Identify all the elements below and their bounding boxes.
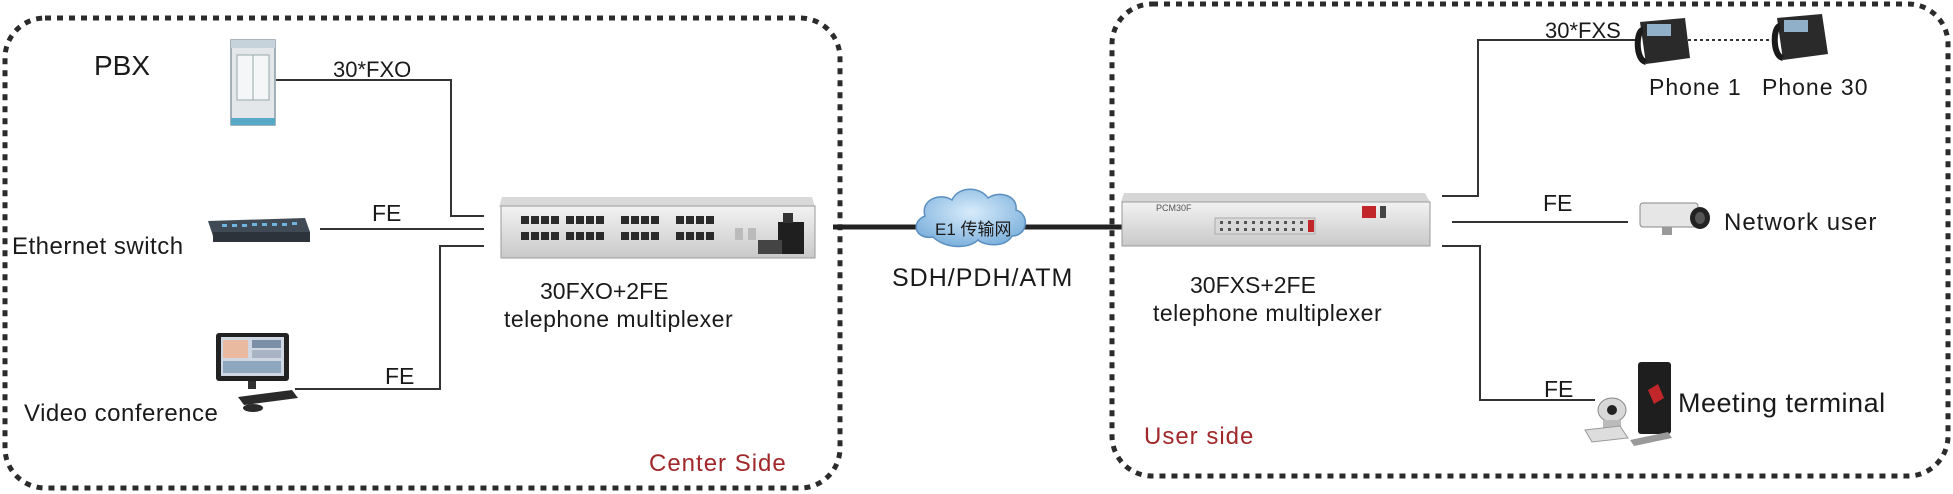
right-connectors [1442, 39, 1775, 401]
phones-link-line [1442, 39, 1637, 197]
transport-label: SDH/PDH/ATM [892, 264, 1074, 292]
meeting-terminal-label: Meeting terminal [1678, 388, 1886, 418]
network-user-link-label: FE [1543, 190, 1573, 216]
meeting-terminal-icon [1584, 362, 1672, 446]
video-link-line [295, 245, 484, 390]
right-mux-model-label: 30FXS+2FE [1190, 272, 1316, 298]
ethernet-switch-label: Ethernet switch [12, 233, 184, 260]
pbx-cabinet-icon [230, 39, 276, 126]
meeting-link-label: FE [1544, 376, 1574, 402]
user-side-zone [1109, 1, 1951, 479]
center-side-zone [2, 15, 843, 491]
pbx-label: PBX [94, 50, 151, 81]
meeting-link-line [1442, 245, 1595, 401]
phone-30-label: Phone 30 [1762, 74, 1869, 100]
pbx-link-line [276, 79, 484, 217]
left-connectors [276, 79, 484, 390]
video-conference-pc-icon [216, 333, 298, 412]
right-multiplexer-icon [1121, 193, 1431, 247]
video-link-label: FE [385, 363, 415, 389]
center-side-caption: Center Side [649, 450, 787, 477]
user-side-caption: User side [1144, 423, 1255, 450]
phones-link-label: 30*FXS [1545, 18, 1621, 43]
pbx-link-label: 30*FXO [333, 57, 412, 82]
left-mux-type-label: telephone multiplexer [504, 306, 734, 332]
e1-network-cloud-icon [915, 188, 1026, 248]
left-multiplexer-icon [499, 197, 816, 259]
network-camera-icon [1639, 202, 1710, 235]
phone-1-icon [1634, 18, 1690, 65]
switch-link-label: FE [372, 200, 402, 226]
network-user-label: Network user [1724, 209, 1878, 236]
video-conference-label: Video conference [24, 400, 219, 427]
right-mux-type-label: telephone multiplexer [1153, 300, 1383, 326]
ethernet-switch-icon [208, 218, 310, 242]
phone-30-icon [1771, 14, 1828, 61]
left-mux-model-label: 30FXO+2FE [540, 278, 669, 304]
right-mux-panel-label: PCM30F [1156, 203, 1192, 213]
phone-1-label: Phone 1 [1649, 74, 1742, 100]
cloud-label: E1 传输网 [935, 220, 1012, 239]
